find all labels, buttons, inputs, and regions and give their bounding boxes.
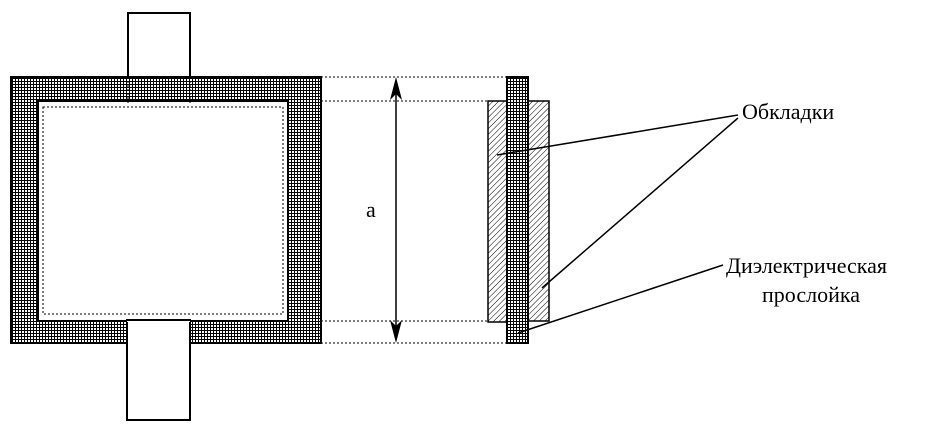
dotted-guides — [225, 76, 508, 344]
plates-label: Обкладки — [742, 99, 834, 124]
leader-lines — [496, 114, 739, 334]
dielectric-layer — [506, 76, 529, 344]
dimension-label: a — [366, 197, 376, 222]
dielectric-label-line1: Диэлектрическая — [726, 253, 887, 278]
dimension-arrow — [390, 77, 402, 343]
dielectric-label-line2: прослойка — [762, 282, 860, 307]
inner-plate — [487, 100, 508, 323]
bottom-waveguide — [126, 319, 191, 421]
cavity-wall — [10, 76, 322, 344]
outer-plate — [527, 100, 550, 322]
top-waveguide — [127, 12, 191, 78]
inner-dotted-outline — [42, 106, 284, 315]
